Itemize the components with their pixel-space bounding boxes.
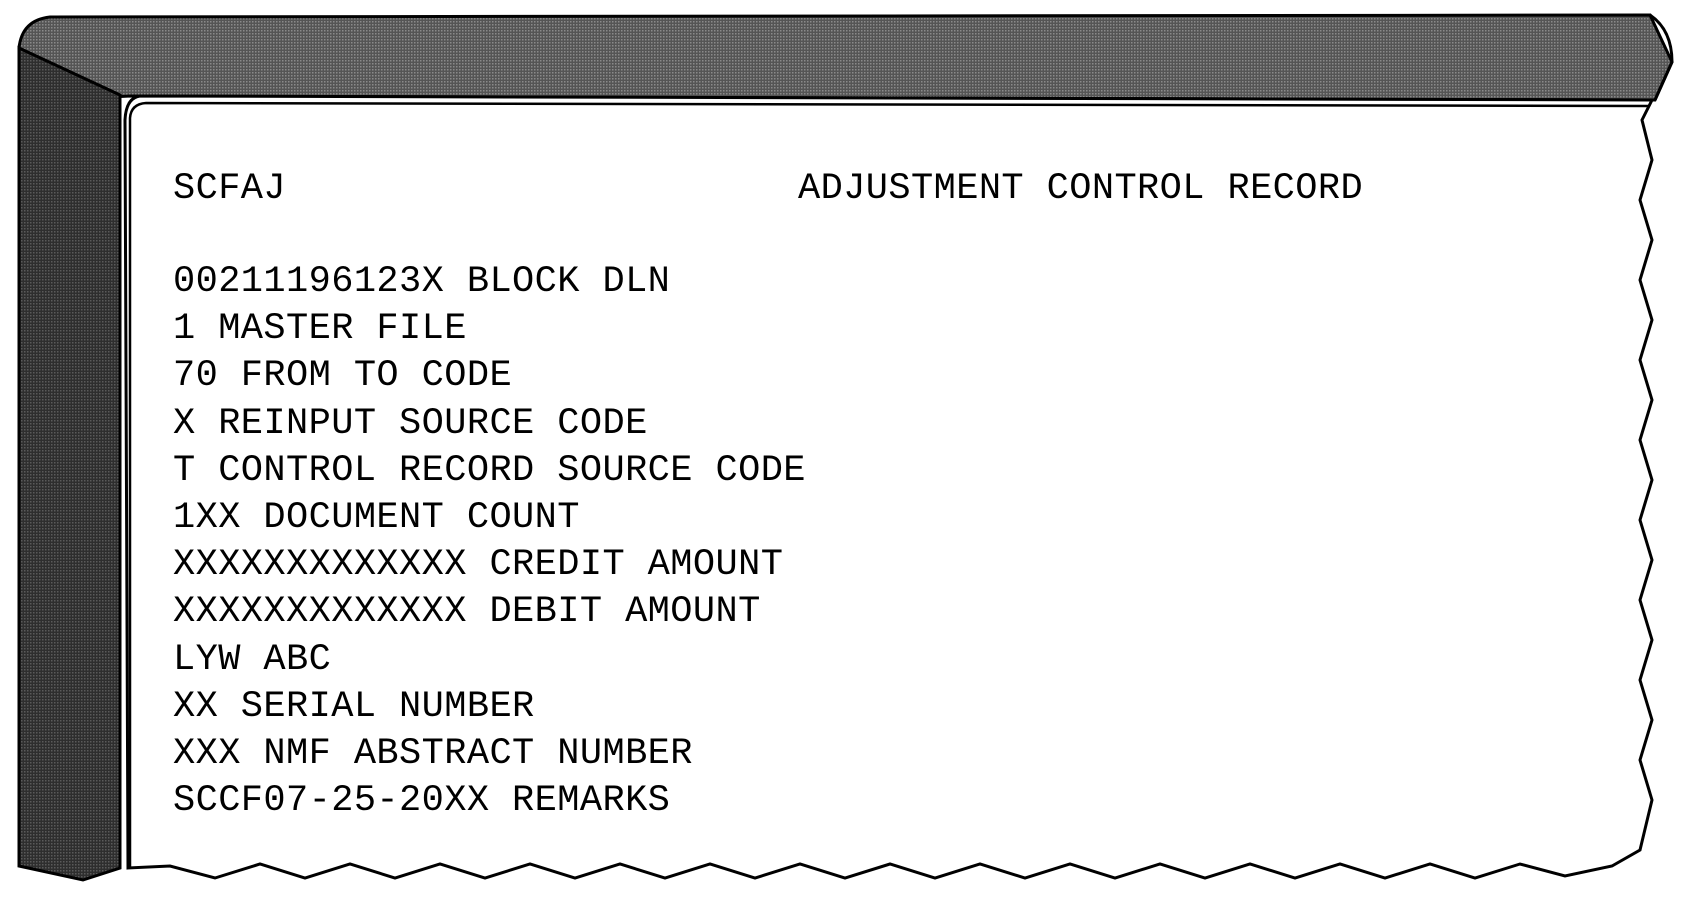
field-credit-amount[interactable]: XXXXXXXXXXXXX CREDIT AMOUNT <box>173 544 784 587</box>
field-serial-number[interactable]: XX SERIAL NUMBER <box>173 685 535 728</box>
field-control-record-source-code[interactable]: T CONTROL RECORD SOURCE CODE <box>173 449 806 492</box>
screen-title: ADJUSTMENT CONTROL RECORD <box>798 168 1364 210</box>
screen-surface <box>123 94 1655 880</box>
field-debit-amount[interactable]: XXXXXXXXXXXXX DEBIT AMOUNT <box>173 591 761 634</box>
field-document-count[interactable]: 1XX DOCUMENT COUNT <box>173 496 580 539</box>
field-reinput-source-code[interactable]: X REINPUT SOURCE CODE <box>173 402 648 445</box>
field-master-file[interactable]: 1 MASTER FILE <box>173 308 467 351</box>
field-abc[interactable]: LYW ABC <box>173 638 332 681</box>
record-field-list: 00211196123X BLOCK DLN 1 MASTER FILE 70 … <box>173 259 806 825</box>
field-block-dln[interactable]: 00211196123X BLOCK DLN <box>173 261 671 303</box>
screen-code: SCFAJ <box>173 168 287 210</box>
field-from-to-code[interactable]: 70 FROM TO CODE <box>173 355 513 398</box>
field-nmf-abstract-number[interactable]: XXX NMF ABSTRACT NUMBER <box>173 732 693 775</box>
field-remarks[interactable]: SCCF07-25-20XX REMARKS <box>173 780 671 823</box>
